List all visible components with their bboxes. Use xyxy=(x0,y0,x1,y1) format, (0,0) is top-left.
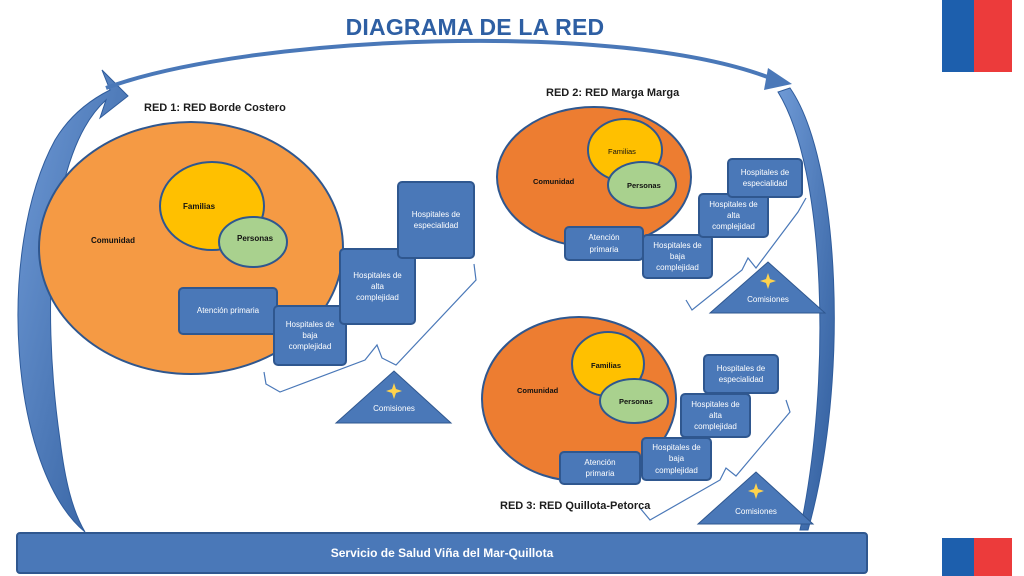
red1-hospitales-baja[interactable]: Hospitales de baja complejidad xyxy=(273,305,347,366)
red3-comisiones-triangle xyxy=(696,471,815,525)
right-cycle-arrow xyxy=(777,87,835,531)
red2-personas-circle xyxy=(607,161,677,209)
flag-bottom-logo xyxy=(942,538,1012,576)
red1-title: RED 1: RED Borde Costero xyxy=(144,102,286,114)
top-cycle-arrow xyxy=(105,38,771,90)
page-title: DIAGRAMA DE LA RED xyxy=(345,14,605,40)
red3-familias-label: Familias xyxy=(591,361,622,370)
red1-atencion-primaria[interactable]: Atención primaria xyxy=(178,287,278,335)
red3-title: RED 3: RED Quillota-Petorca xyxy=(500,500,651,512)
red2-title: RED 2: RED Marga Marga xyxy=(546,87,680,99)
red3-brace xyxy=(639,399,791,521)
red2-personas-label: Personas xyxy=(627,181,661,190)
red1-hospitales-alta[interactable]: Hospitales de alta complejidad xyxy=(339,248,416,325)
red3-hospitales-especialidad[interactable]: Hospitales de especialidad xyxy=(703,354,779,394)
red2-atencion-primaria[interactable]: Atención primaria xyxy=(564,226,644,261)
red3-personas-label: Personas xyxy=(619,397,653,406)
red2-comisiones-label: Comisiones xyxy=(747,295,789,304)
footer-service-bar: Servicio de Salud Viña del Mar-Quillota xyxy=(16,532,868,574)
red1-star-icon xyxy=(386,383,402,399)
red3-hospitales-baja[interactable]: Hospitales de baja complejidad xyxy=(641,437,712,481)
red1-personas-label: Personas xyxy=(237,234,274,243)
red3-star-icon xyxy=(748,483,764,499)
red3-comisiones-label: Comisiones xyxy=(735,507,777,516)
red2-hospitales-baja[interactable]: Hospitales de baja complejidad xyxy=(642,234,713,279)
red1-comunidad-label: Comunidad xyxy=(91,236,135,245)
red2-familias-label: Familias xyxy=(608,147,636,156)
top-cycle-arrow-head xyxy=(764,68,792,90)
red3-atencion-primaria[interactable]: Atención primaria xyxy=(559,451,641,485)
red3-personas-circle xyxy=(599,378,669,424)
red1-familias-label: Familias xyxy=(183,202,216,211)
flag-top-logo xyxy=(942,0,1012,72)
red1-hospitales-especialidad[interactable]: Hospitales de especialidad xyxy=(397,181,475,259)
red2-hospitales-especialidad[interactable]: Hospitales de especialidad xyxy=(727,158,803,198)
red1-comisiones-label: Comisiones xyxy=(373,404,415,413)
red2-comunidad-label: Comunidad xyxy=(533,177,575,186)
red2-star-icon xyxy=(760,273,776,289)
red3-comunidad-label: Comunidad xyxy=(517,386,559,395)
red3-hospitales-alta[interactable]: Hospitales de alta complejidad xyxy=(680,393,751,438)
red1-personas-circle xyxy=(218,216,288,268)
red2-hospitales-alta[interactable]: Hospitales de alta complejidad xyxy=(698,193,769,238)
red2-brace xyxy=(685,197,807,311)
red1-brace xyxy=(263,263,477,393)
